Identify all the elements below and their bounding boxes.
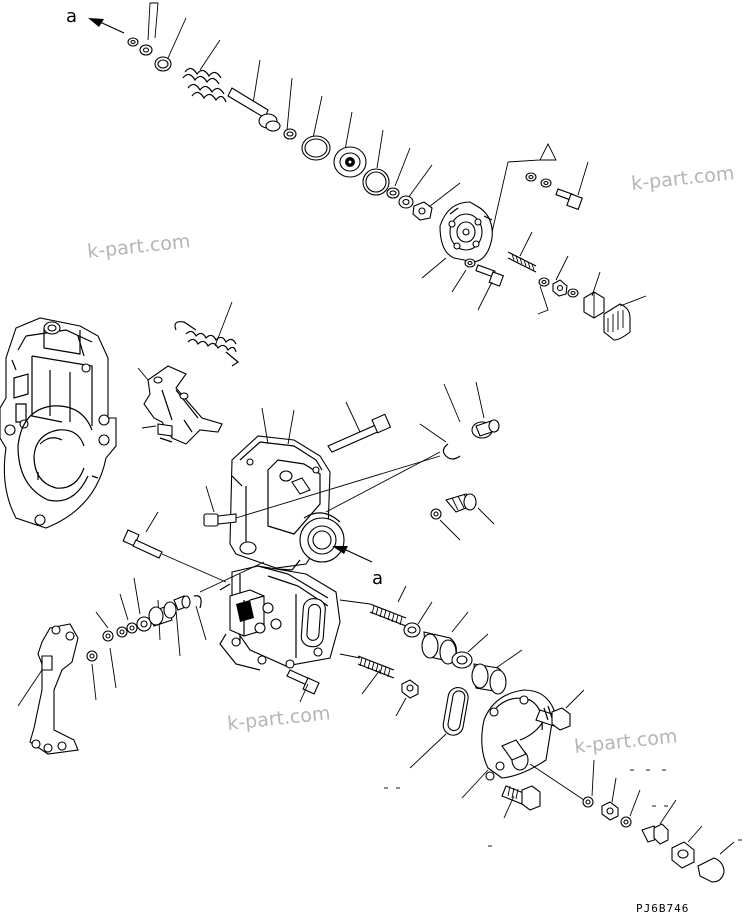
spacer-upper [421, 631, 457, 665]
spring-and-lever [137, 301, 240, 445]
upper-part-stack [127, 2, 461, 221]
housing-boss [299, 512, 345, 563]
end-cover [481, 689, 555, 781]
long-bolt-left [122, 529, 163, 559]
cap [603, 303, 631, 341]
drawing-code: PJ6B746 [636, 902, 689, 915]
fitting-cover-top [535, 705, 571, 731]
dust-cap-lower [697, 857, 725, 883]
governor-cover [439, 201, 493, 263]
clip-and-plug [325, 381, 500, 513]
diaphragm [333, 146, 367, 178]
gasket [442, 687, 469, 736]
spacer-lower [471, 663, 507, 695]
watermark-top-left: k-part.com [86, 230, 191, 263]
lever-assembly-lower-left [17, 561, 265, 755]
nipple-fitting [641, 823, 669, 845]
arrow-up-left-icon [332, 546, 373, 563]
cap-nut-lower [671, 841, 695, 869]
bolt-cover-lower [475, 264, 505, 287]
stud-lower [357, 655, 395, 679]
bolt-small-upper [555, 188, 583, 211]
cap-nut [583, 291, 605, 319]
long-bolt-top [327, 401, 392, 453]
dash-marks [384, 769, 742, 847]
callout-a-middle: a [372, 568, 383, 589]
watermark-bottom-center: k-part.com [226, 702, 331, 735]
bolt-housing-bottom [286, 669, 320, 695]
cover-assembly-upper-right [421, 142, 647, 341]
watermark-top-right: k-part.com [630, 162, 735, 195]
fitting-cover-bottom [501, 785, 541, 811]
callout-a-top: a [66, 6, 77, 27]
arrow-left-icon [88, 18, 125, 34]
watermark-bottom-right: k-part.com [573, 725, 678, 758]
main-housing [219, 435, 345, 671]
spring-upper [182, 67, 227, 103]
studs-and-spacers [286, 585, 523, 717]
stud-upper [369, 603, 407, 627]
bolt-housing-left [203, 513, 237, 527]
fitting-right [430, 493, 495, 541]
adjusting-screw [507, 251, 537, 273]
plunger-pin [227, 87, 281, 132]
cover-assembly-lower-right [409, 687, 735, 883]
governor-housing-left [0, 317, 117, 529]
